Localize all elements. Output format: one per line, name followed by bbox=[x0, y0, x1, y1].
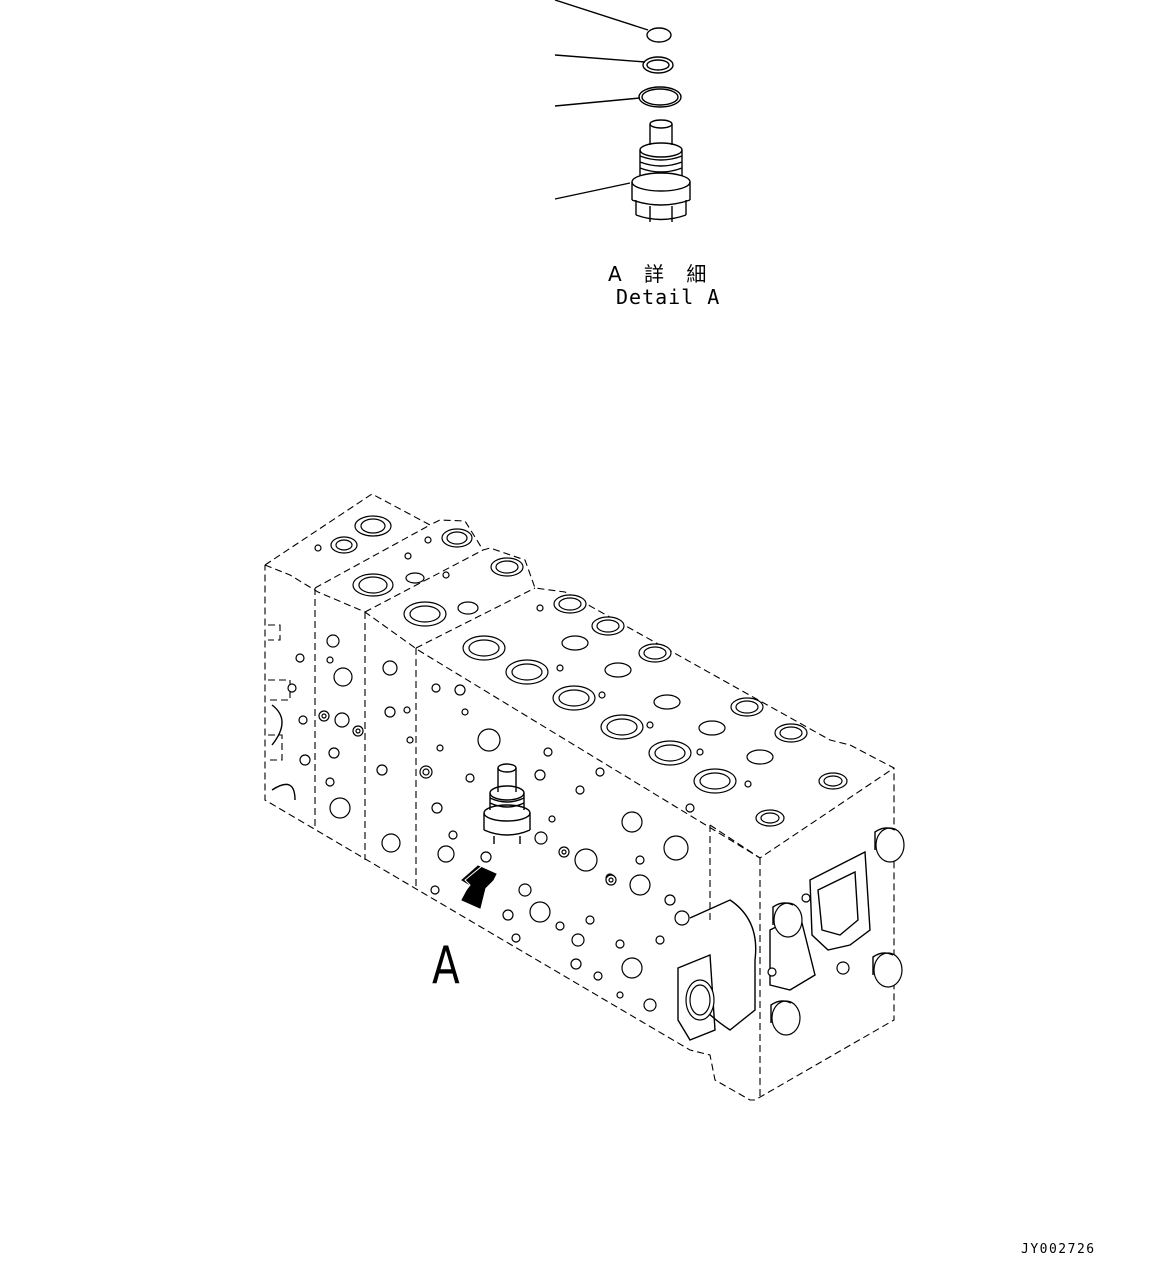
plug-valve-icon bbox=[631, 119, 691, 222]
top-ports bbox=[314, 515, 848, 827]
backup-ring-icon bbox=[642, 56, 674, 74]
detail-a-exploded-view bbox=[554, 0, 691, 222]
o-ring-icon bbox=[638, 86, 682, 108]
installed-plug-icon bbox=[483, 763, 531, 844]
front-face-holes bbox=[318, 634, 695, 1012]
view-arrow-label: A bbox=[432, 936, 460, 996]
right-end-face bbox=[677, 827, 905, 1041]
leader-line-4 bbox=[554, 182, 631, 200]
detail-title-en: Detail A bbox=[616, 285, 721, 309]
drawing-code: JY002726 bbox=[1021, 1242, 1096, 1257]
detail-title-jp: A 詳 細 bbox=[608, 262, 715, 286]
leader-line-2 bbox=[554, 54, 646, 63]
seal-ring-icon bbox=[646, 27, 672, 43]
leader-line-1 bbox=[554, 0, 649, 31]
leader-line-3 bbox=[554, 97, 641, 107]
pointer-arrow-icon bbox=[461, 865, 497, 909]
control-valve-block bbox=[264, 493, 905, 1101]
